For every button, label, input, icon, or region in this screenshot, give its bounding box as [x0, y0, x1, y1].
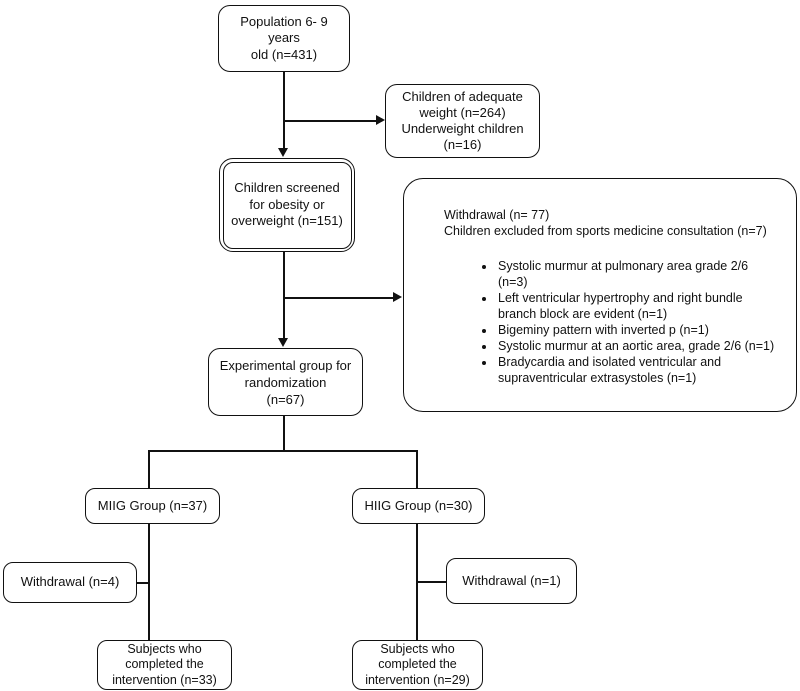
- experimental-group-box: Experimental group for randomization (n=…: [208, 348, 363, 416]
- miig-group-box: MIIG Group (n=37): [85, 488, 220, 524]
- population-box: Population 6- 9 years old (n=431): [218, 5, 350, 72]
- split-horizontal-line: [148, 450, 418, 452]
- withdrawal-reason-item: Left ventricular hypertrophy and right b…: [496, 290, 778, 322]
- adequate-weight-box: Children of adequate weight (n=264) Unde…: [385, 84, 540, 158]
- connector-withdrawal-hiig: [417, 581, 446, 583]
- withdrawal-main-line2: Children excluded from sports medicine c…: [444, 224, 767, 238]
- connector-branch-adequate-weight: [283, 120, 376, 122]
- arrowhead-down-screened: [278, 148, 288, 157]
- withdrawal-reason-item: Bigeminy pattern with inverted p (n=1): [496, 322, 778, 338]
- withdrawal-hiig-box: Withdrawal (n=1): [446, 558, 577, 604]
- arrowhead-right-withdrawal-main: [393, 292, 402, 302]
- arrowhead-right-adequate-weight: [376, 115, 385, 125]
- completed-hiig-box: Subjects who completed the intervention …: [352, 640, 483, 690]
- completed-miig-box: Subjects who completed the intervention …: [97, 640, 232, 690]
- connector-miig-completed: [148, 523, 150, 641]
- withdrawal-main-line1: Withdrawal (n= 77): [444, 208, 550, 222]
- connector-split-miig: [148, 450, 150, 488]
- connector-withdrawal-miig: [137, 582, 149, 584]
- withdrawal-reasons-list: Systolic murmur at pulmonary area grade …: [444, 258, 778, 386]
- connector-branch-withdrawal-main: [283, 297, 393, 299]
- connector-population-screened: [283, 72, 285, 150]
- withdrawal-main-box: Withdrawal (n= 77) Children excluded fro…: [403, 178, 797, 412]
- withdrawal-reason-item: Systolic murmur at an aortic area, grade…: [496, 338, 778, 354]
- hiig-group-box: HIIG Group (n=30): [352, 488, 485, 524]
- withdrawal-reason-item: Bradycardia and isolated ventricular and…: [496, 354, 778, 386]
- connector-split-hiig: [416, 450, 418, 488]
- connector-screened-experimental: [283, 252, 285, 340]
- screened-box: Children screened for obesity or overwei…: [219, 158, 355, 252]
- withdrawal-miig-box: Withdrawal (n=4): [3, 562, 137, 603]
- withdrawal-reason-item: Systolic murmur at pulmonary area grade …: [496, 258, 778, 290]
- arrowhead-down-experimental: [278, 338, 288, 347]
- connector-experimental-split: [283, 416, 285, 452]
